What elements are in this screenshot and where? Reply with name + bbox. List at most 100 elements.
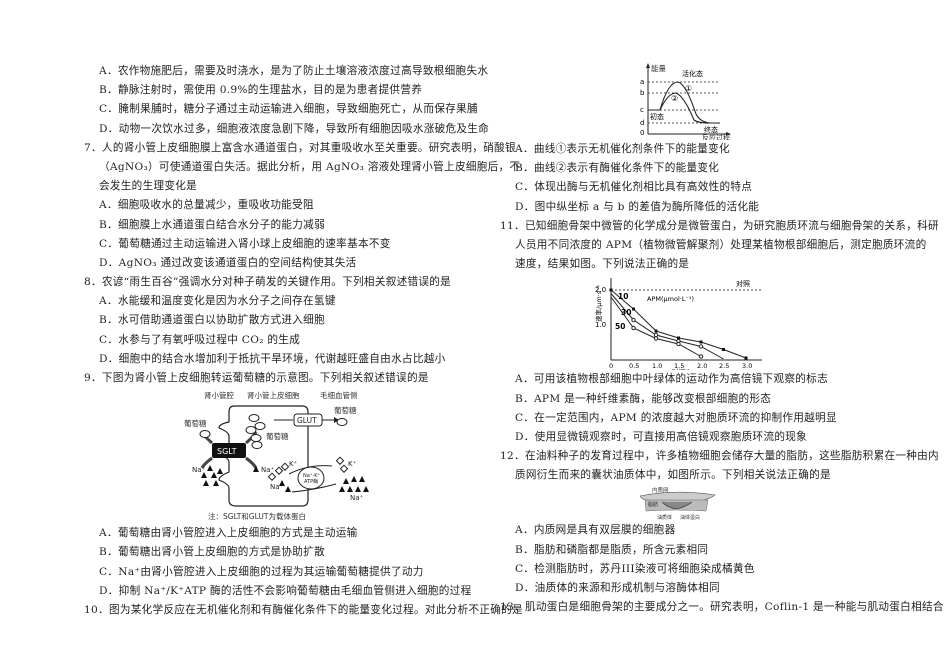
right-column: 能量 反应过程 a b c d 0 活化态 ① ② 初态 终态 A．曲线①表示无… — [500, 62, 944, 617]
svg-text:终态: 终态 — [704, 125, 718, 134]
q11-option-b: B．APM 是一种纤维素酶，能够改变根部细胞的形态 — [515, 392, 772, 405]
label-lumen: 肾小管腔 — [204, 390, 234, 400]
q10-option-c: C．体现出酶与无机催化剂相比具有高效性的特点 — [515, 181, 753, 194]
svg-text:能量: 能量 — [651, 63, 666, 73]
q6-option-d: D．动物一次饮水过多，细胞液浓度急剧下降，导致所有细胞因吸水涨破危及生命 — [99, 122, 490, 135]
q7-stem: （AgNO₃）可使通道蛋白失活。据此分析，用 AgNO₃ 溶液处理肾小管上皮细胞… — [99, 160, 521, 173]
svg-text:反应过程: 反应过程 — [702, 133, 730, 140]
label-capillary: 毛细血管侧 — [320, 390, 358, 400]
q7-stem: 7．人的肾小管上皮细胞膜上富含水通道蛋白，对其重吸收水至关重要。研究表明，硝酸银 — [84, 141, 516, 154]
svg-text:d: d — [640, 119, 644, 127]
q10-stem: 10．图为某化学反应在无机催化剂和有酶催化条件下的能量变化过程。对此分析不正确的… — [84, 603, 523, 616]
svg-text:1.0: 1.0 — [595, 321, 606, 329]
oil-body-figure: 内质网 脂肪 油质体 油体蛋白 — [639, 486, 716, 521]
glut-label: GLUT — [297, 416, 317, 425]
svg-text:1.5: 1.5 — [674, 362, 684, 370]
q12-option-b: B．脂肪和磷脂都是脂质，所含元素相同 — [515, 543, 709, 556]
kidney-cell-diagram: 肾小管腔 肾小管上皮细胞 毛细血管侧 SGLT GLUT 葡萄糖 葡萄糖 — [84, 388, 479, 524]
svg-text:活化态: 活化态 — [682, 69, 703, 78]
figure-note: 注：SGLT和GLUT为载体蛋白 — [208, 511, 306, 521]
q8-option-d: D．细胞中的结合水增加利于抵抗干旱环境，代谢越旺盛自由水占比越小 — [99, 352, 446, 365]
q7-option-a: A．细胞吸收水的总量减少，重吸收功能受阻 — [99, 199, 314, 212]
svg-text:Na⁺: Na⁺ — [261, 466, 275, 474]
svg-text:50: 50 — [615, 322, 625, 331]
svg-text:初态: 初态 — [650, 112, 664, 121]
svg-text:K⁺: K⁺ — [348, 460, 357, 468]
q12-option-d: D．油质体的来源和形成机制与溶酶体相同 — [515, 582, 720, 594]
svg-text:速率/μm·s⁻¹: 速率/μm·s⁻¹ — [594, 285, 603, 323]
label-cell: 肾小管上皮细胞 — [247, 390, 300, 400]
svg-text:Na⁺: Na⁺ — [350, 494, 364, 502]
q8-option-c: C．水参与了有氧呼吸过程中 CO₂ 的生成 — [99, 333, 301, 346]
svg-text:葡萄糖: 葡萄糖 — [334, 405, 357, 415]
svg-text:Na⁺-K⁺: Na⁺-K⁺ — [303, 473, 321, 479]
svg-text:1.0: 1.0 — [652, 362, 662, 370]
svg-text:0: 0 — [640, 129, 644, 137]
apm-chart: 2.0 1.0 速率/μm·s⁻¹ 0 0.5 1.0 1.5 2.0 2.5 … — [500, 274, 900, 376]
q11-stem: 速度，结果如图。下列说法正确的是 — [515, 258, 690, 271]
svg-text:2.5: 2.5 — [719, 362, 729, 370]
svg-text:油体蛋白: 油体蛋白 — [680, 514, 700, 521]
q12-option-a: A．内质网是具有双层膜的细胞器 — [515, 524, 676, 537]
left-column: A．农作物施肥后，需要及时浇水，是为了防止土壤溶液浓度过高导致根细胞失水 B．静… — [84, 62, 523, 620]
q11-stem: 人员用不同浓度的 APM（植物微管解聚剂）处理某植物根部细胞后，测定胞质环流的 — [515, 238, 927, 251]
q11-option-c: C．在一定范围内，APM 的浓度越大对胞质环流的抑制作用越明显 — [515, 411, 837, 424]
svg-text:10: 10 — [618, 292, 628, 301]
svg-text:Na⁺: Na⁺ — [192, 466, 206, 474]
q11-stem: 11．已知细胞骨架中微管的化学成分是微管蛋白，为研究胞质环流与细胞骨架的关系，科… — [500, 219, 939, 232]
svg-text:0: 0 — [609, 362, 613, 370]
q12-option-c: C．检测脂肪时，苏丹III染液可将细胞染成橘黄色 — [515, 562, 755, 575]
q9-option-c: C．Na⁺由肾小管腔进入上皮细胞的过程为其运输葡萄糖提供了动力 — [99, 565, 424, 578]
svg-text:a: a — [640, 78, 644, 86]
sglt-label: SGLT — [217, 447, 237, 456]
svg-text:0.5: 0.5 — [629, 362, 639, 370]
svg-text:Na⁺: Na⁺ — [270, 483, 284, 491]
q8-stem: 8．农谚“雨生百谷”强调水分对种子萌发的关键作用。下列相关叙述错误的是 — [84, 276, 452, 289]
svg-text:c: c — [640, 106, 644, 114]
svg-text:对照: 对照 — [736, 279, 750, 288]
q12-stem: 12．在油料种子的发育过程中，许多植物细胞会储存大量的脂肪，这些脂肪积累在一种由… — [500, 450, 939, 463]
q12-stem: 质网衍生而来的囊状油质体中，如图所示。下列相关说法正确的是 — [515, 469, 831, 482]
svg-text:b: b — [640, 89, 645, 97]
svg-text:2.0: 2.0 — [697, 362, 707, 370]
svg-text:油质体: 油质体 — [657, 514, 672, 521]
svg-text:K⁺: K⁺ — [289, 460, 298, 468]
q6-option-b: B．静脉注射时，需使用 0.9%的生理盐水，目的是为患者提供营养 — [99, 84, 423, 97]
q9-option-a: A．葡萄糖由肾小管腔进入上皮细胞的方式是主动运输 — [99, 527, 358, 540]
q6-option-c: C．腌制果脯时，糖分子通过主动运输进入细胞，导致细胞死亡，从而保存果脯 — [99, 103, 478, 116]
svg-text:①: ① — [685, 84, 692, 93]
activation-energy-figure: 能量 反应过程 a b c d 0 活化态 ① ② 初态 终态 — [640, 63, 731, 142]
svg-text:葡萄糖: 葡萄糖 — [184, 418, 207, 428]
svg-text:葡萄糖: 葡萄糖 — [266, 431, 289, 441]
sglt-transporter — [212, 443, 246, 459]
svg-text:APM(μmol·L⁻¹): APM(μmol·L⁻¹) — [647, 295, 694, 303]
q7-option-b: B．细胞膜上水通道蛋白结合水分子的能力减弱 — [99, 218, 325, 231]
q8-option-a: A．水能缓和温度变化是因为水分子之间存在氢键 — [99, 295, 336, 308]
q10-option-b: B．曲线②表示有酶催化条件下的能量变化 — [515, 162, 720, 175]
cytoplasmic-streaming-chart: 2.0 1.0 速率/μm·s⁻¹ 0 0.5 1.0 1.5 2.0 2.5 … — [594, 278, 762, 376]
svg-text:2.0: 2.0 — [595, 286, 606, 294]
q10-option-d: D．图中纵坐标 a 与 b 的差值为酶所降低的活化能 — [515, 200, 760, 213]
q11-option-d: D．使用显微镜观察时，可直接用高倍镜观察胞质环流的现象 — [515, 430, 808, 443]
svg-text:30: 30 — [621, 308, 631, 317]
svg-text:脂肪: 脂肪 — [648, 501, 658, 508]
svg-text:内质网: 内质网 — [652, 486, 669, 494]
q7-option-d: D．AgNO₃ 通过改变该通道蛋白的空间结构使其失活 — [99, 256, 357, 269]
q7-option-c: C．葡萄糖通过主动运输进入肾小球上皮细胞的速率基本不变 — [99, 237, 391, 250]
svg-text:ATP酶: ATP酶 — [304, 478, 318, 485]
q8-option-b: B．水可借助通道蛋白以协助扩散方式进入细胞 — [99, 314, 325, 327]
q9-stem: 9．下图为肾小管上皮细胞转运葡萄糖的示意图。下列相关叙述错误的是 — [84, 372, 429, 384]
q9-option-b: B．葡萄糖出肾小管上皮细胞的方式是协助扩散 — [99, 546, 325, 559]
svg-text:时间/h: 时间/h — [672, 367, 691, 370]
glucose-transport-figure: 肾小管腔 肾小管上皮细胞 毛细血管侧 SGLT GLUT 葡萄糖 葡萄糖 — [184, 390, 369, 521]
q13-stem: 13．肌动蛋白是细胞骨架的主要成分之一。研究表明，Coflin-1 是一种能与肌… — [500, 601, 944, 614]
q6-option-a: A．农作物施肥后，需要及时浇水，是为了防止土壤溶液浓度过高导致根细胞失水 — [99, 65, 489, 77]
svg-text:②: ② — [671, 94, 678, 103]
energy-diagram: 能量 反应过程 a b c d 0 活化态 ① ② 初态 终态 — [500, 62, 900, 142]
svg-text:3.0: 3.0 — [742, 362, 752, 370]
q9-option-d: D．抑制 Na⁺/K⁺ATP 酶的活性不会影响葡萄糖由毛细血管侧进入细胞的过程 — [99, 584, 472, 597]
oil-body-diagram: 内质网 脂肪 油质体 油体蛋白 — [500, 485, 900, 521]
q7-stem: 会发生的生理变化是 — [99, 180, 198, 193]
q11-option-a: A．可用该植物根部细胞中叶绿体的运动作为高倍镜下观察的标志 — [515, 373, 828, 386]
q10-option-a: A．曲线①表示无机催化剂条件下的能量变化 — [515, 143, 730, 155]
